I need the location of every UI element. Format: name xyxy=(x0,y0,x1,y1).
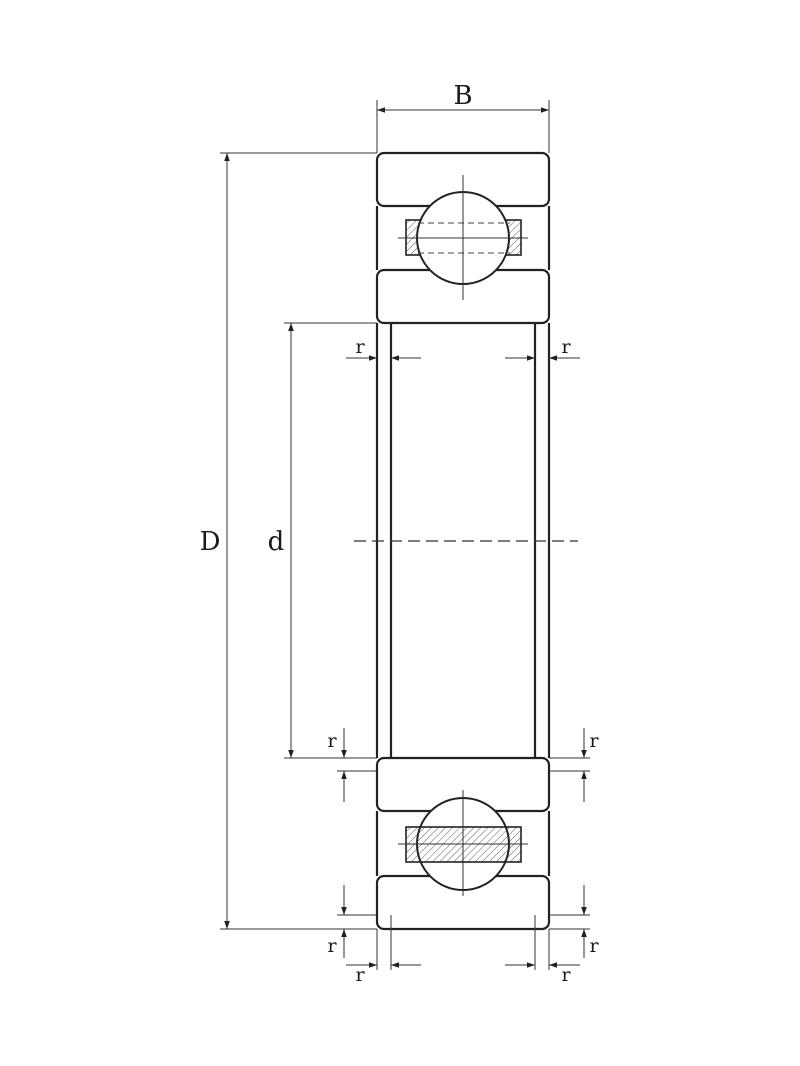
radius-mid-right: r xyxy=(549,728,599,802)
label-d-outer: D xyxy=(200,527,221,557)
radius-bottom-right: r xyxy=(505,915,580,986)
label-r: r xyxy=(561,964,571,986)
label-d-bore: d xyxy=(268,527,285,557)
radius-top-right: r xyxy=(505,336,580,361)
top-ring-section xyxy=(375,151,551,325)
radius-mid-left: r xyxy=(327,728,377,802)
dimension-b: B xyxy=(376,81,550,153)
radius-bottom-left: r xyxy=(346,915,421,986)
dimension-d-outer: D xyxy=(200,152,377,930)
label-r: r xyxy=(327,935,337,957)
label-r: r xyxy=(355,964,365,986)
radius-top-left: r xyxy=(346,336,421,361)
label-r: r xyxy=(355,336,365,358)
dimension-d-bore: d xyxy=(268,322,377,759)
radius-lower-left: r xyxy=(327,885,377,958)
label-b: B xyxy=(453,81,472,111)
label-r: r xyxy=(589,935,599,957)
bottom-ring-section xyxy=(375,756,551,931)
label-r: r xyxy=(589,730,599,752)
label-r: r xyxy=(327,730,337,752)
label-r: r xyxy=(561,336,571,358)
radius-lower-right: r xyxy=(549,885,599,958)
